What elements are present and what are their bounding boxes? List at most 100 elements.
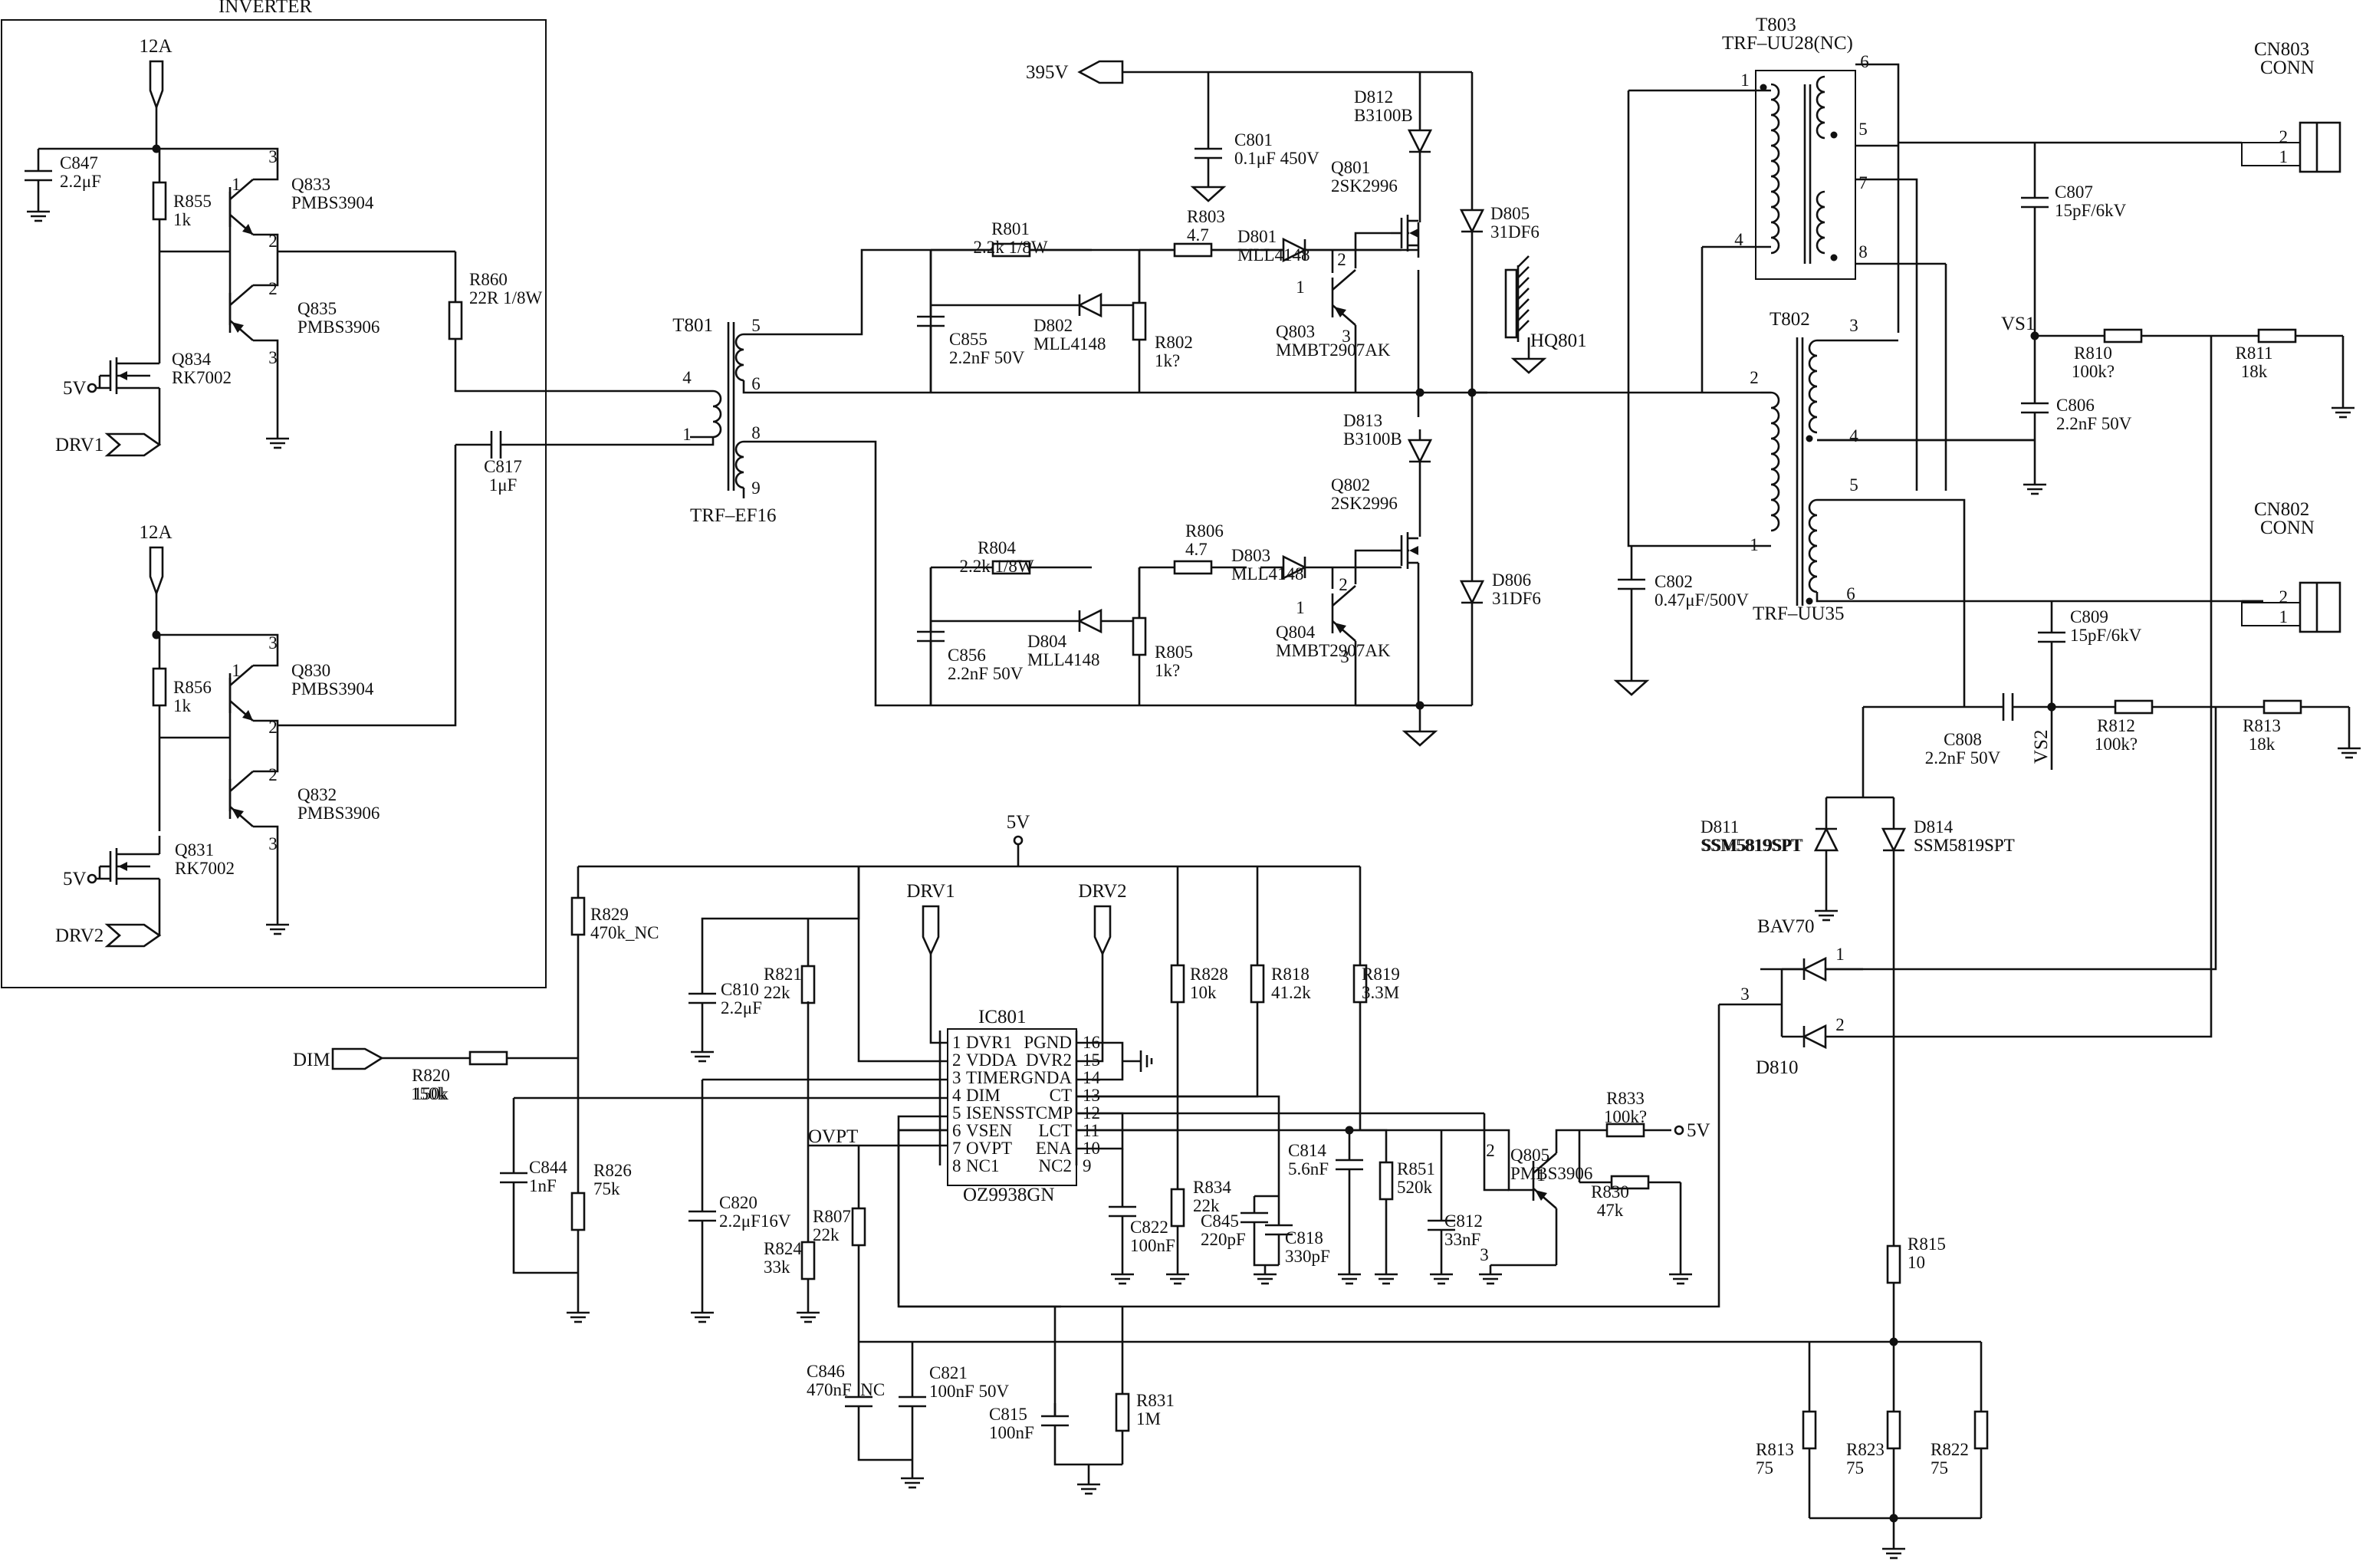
ref-label: C812 [1444, 1211, 1483, 1231]
ref-label: D804 [1027, 632, 1067, 651]
pin-number: 1 [682, 425, 692, 444]
driver-input-port: DRV1 [55, 432, 162, 457]
ref-label: Q833 [291, 175, 330, 194]
pin-number: 6 [1860, 52, 1869, 71]
heatsink-label: HQ801 [1530, 330, 1587, 351]
pin-number: 2 [1835, 1015, 1845, 1034]
pin-number: 1 [1296, 278, 1305, 297]
ground-symbol [567, 1303, 590, 1323]
pin-number: 1 [1835, 945, 1845, 964]
pin-number: 3 [1849, 316, 1858, 335]
driver-input-port: DRV2 [55, 923, 162, 948]
ref-label: R860 [469, 270, 508, 289]
pin-number: 2 [2279, 587, 2289, 606]
ground-symbol [1111, 1265, 1134, 1285]
pin-number: 8 [1858, 242, 1868, 261]
ovpt-label: OVPT [808, 1126, 858, 1147]
ground-symbol [266, 915, 289, 935]
pin-number: 2 [2279, 127, 2289, 146]
ref-label: D805 [1490, 204, 1530, 223]
ref-label: Q830 [291, 661, 330, 680]
value-label: 22k [1193, 1196, 1220, 1215]
ground-symbol [1338, 1265, 1361, 1285]
value-label: PMBS3904 [291, 679, 374, 699]
ref-label: C844 [529, 1158, 567, 1177]
supply-5v-terminal [1674, 1125, 1684, 1136]
pin-number: 2 [1339, 575, 1348, 594]
ref-label: D806 [1492, 570, 1531, 590]
pin-number: 5 [751, 316, 761, 335]
ref-label: R811 [2236, 344, 2273, 363]
supply-395v-input: 395V [1026, 60, 1124, 84]
ic-pin-name: ENA [1036, 1139, 1073, 1158]
value-label: 100nF [1130, 1236, 1175, 1255]
value-label: 100nF 50V [929, 1382, 1010, 1401]
ref-label: C847 [60, 153, 98, 173]
ground-symbol [1254, 1265, 1277, 1285]
value-label: 2.2k 1/8W [973, 238, 1047, 257]
t802-core [1796, 337, 1804, 606]
pin-number: 9 [751, 478, 761, 498]
winding-polarity-dot [1806, 435, 1813, 442]
value-label: 0.1μF 450V [1234, 149, 1319, 168]
pin-number: 7 [1858, 173, 1868, 192]
ground-symbol [1479, 1265, 1502, 1285]
pin-number: 2 [268, 279, 278, 298]
ic-pin-number: 1 [952, 1033, 961, 1052]
ref-label: R815 [1908, 1234, 1946, 1254]
value-label: RK7002 [172, 368, 232, 387]
ref-label: R821 [764, 965, 802, 984]
transformer-value: TRF–UU28(NC) [1722, 33, 1853, 54]
value-label: 1μF [489, 475, 518, 495]
pin-number: 5 [1858, 120, 1868, 139]
ref-label: R851 [1397, 1159, 1435, 1178]
value-label: 41.2k [1271, 983, 1311, 1002]
supply-5v-label: 5V [63, 869, 87, 889]
value-label: CONN [2260, 518, 2315, 538]
value-label: 2.2μF [721, 998, 762, 1017]
driver-port-label: DRV1 [906, 881, 955, 902]
value-label: RK7002 [175, 859, 235, 878]
value-label: PMBS3904 [291, 193, 374, 212]
ic-pin-name: DIM [966, 1086, 1001, 1105]
value-label: 2.2nF 50V [2056, 414, 2132, 433]
pin-number: 3 [1342, 327, 1351, 346]
ground-triangle-symbol [1190, 181, 1227, 202]
value-label: 15pF/6kV [2070, 626, 2142, 645]
driver-port-label: DRV2 [1078, 881, 1126, 902]
ref-label: Q832 [297, 785, 337, 804]
pin-number: 4 [1734, 230, 1743, 249]
ref-label: R823 [1846, 1440, 1885, 1459]
value-label: 75 [1846, 1458, 1864, 1478]
pin-number: 8 [751, 423, 761, 442]
ref-label: R807 [813, 1207, 851, 1226]
value-label: 10k [1190, 983, 1217, 1002]
value-label: 2SK2996 [1331, 176, 1398, 196]
ref-label: R806 [1185, 521, 1224, 541]
winding-polarity-dot [1830, 254, 1838, 261]
dim-label: DIM [293, 1050, 330, 1070]
